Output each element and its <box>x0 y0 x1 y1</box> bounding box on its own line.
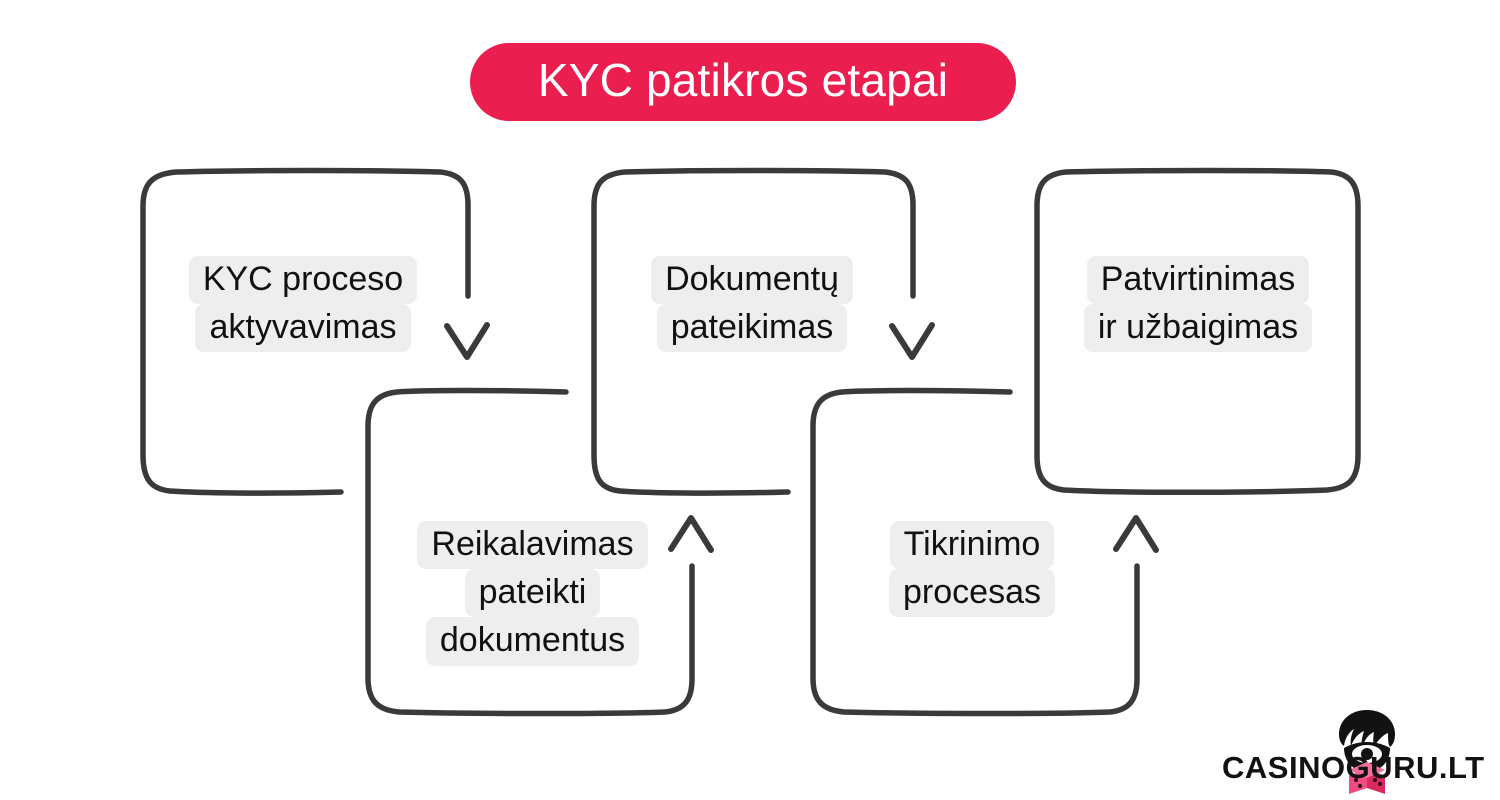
step-box-3 <box>591 167 916 496</box>
arrow-step4-to-step5 <box>1113 515 1159 553</box>
step-box-2 <box>365 387 695 717</box>
arrow-step3-to-step4 <box>889 322 935 360</box>
step-box-1 <box>140 167 471 496</box>
arrow-step2-to-step3 <box>668 515 714 553</box>
diagram-title-badge: KYC patikros etapai <box>470 43 1016 121</box>
casino-guru-logo[interactable]: CASINOGURU.LT <box>1222 708 1488 794</box>
logo-wordmark: CASINOGURU.LT <box>1222 750 1485 785</box>
arrow-step1-to-step2 <box>444 322 490 360</box>
dice-icon <box>1349 762 1385 794</box>
step-box-5 <box>1034 167 1361 495</box>
guru-head-icon <box>1339 710 1395 794</box>
page-title: KYC patikros etapai <box>537 54 949 106</box>
step-box-4 <box>810 387 1140 717</box>
